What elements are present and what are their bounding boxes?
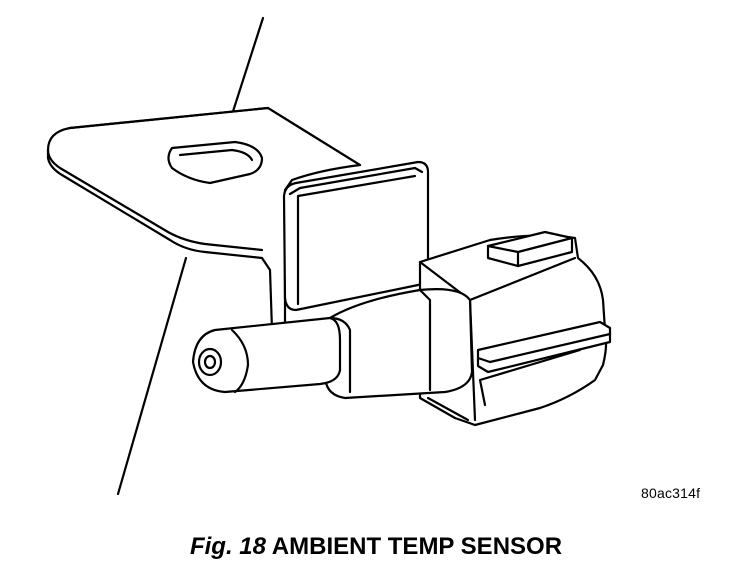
leader-line-lower [116, 256, 188, 496]
side-rail [476, 320, 612, 374]
figure-reference-code: 80ac314f [641, 485, 701, 501]
sensor-probe [191, 316, 342, 394]
sensor-collar [323, 288, 474, 400]
mounting-bracket [46, 106, 362, 342]
sensor-plate [282, 160, 430, 312]
figure-caption: Fig. 18 AMBIENT TEMP SENSOR [0, 533, 752, 561]
probe-tip [197, 347, 223, 377]
bracket-slot [167, 140, 264, 185]
sensor-illustration [46, 16, 612, 496]
figure-title: AMBIENT TEMP SENSOR [271, 533, 563, 560]
figure-number: Fig. 18 [189, 533, 266, 560]
